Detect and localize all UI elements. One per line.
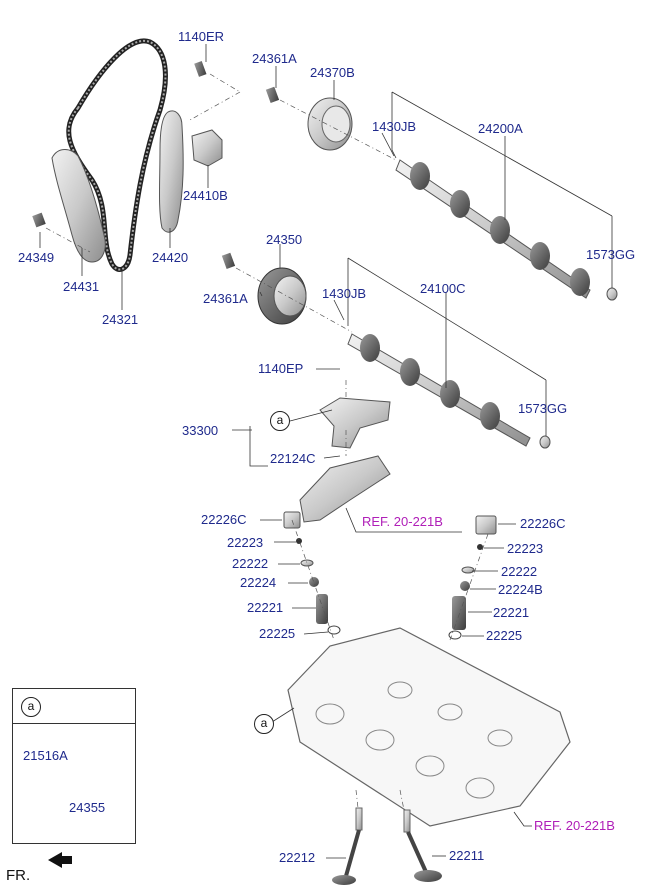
- label-22124C: 22124C: [270, 451, 316, 466]
- label-24349: 24349: [18, 250, 55, 265]
- seat-22222-left: [300, 559, 314, 567]
- washer-22225-right: [448, 630, 462, 640]
- label-22221-right: 22221: [493, 605, 530, 620]
- label-22225-right: 22225: [486, 628, 523, 643]
- label-1430JB-top: 1430JB: [372, 119, 417, 134]
- label-1140ER: 1140ER: [178, 29, 225, 44]
- sprocket-24350: [257, 267, 307, 325]
- cylinder-head: [287, 627, 571, 827]
- valve-22212: [332, 807, 363, 885]
- label-24431: 24431: [63, 279, 100, 294]
- seal-22224-left: [309, 577, 319, 587]
- label-22221-left: 22221: [247, 600, 284, 615]
- label-24200A: 24200A: [478, 121, 523, 136]
- front-marker: FR.: [6, 867, 31, 884]
- label-22224: 22224: [240, 575, 277, 590]
- label-24370B: 24370B: [310, 65, 355, 80]
- label-24355: 24355: [69, 800, 106, 815]
- front-arrow-icon: [48, 852, 72, 868]
- label-22224B: 22224B: [498, 582, 543, 597]
- washer-22225-left: [327, 625, 341, 635]
- valve-22211: [403, 809, 442, 882]
- timing-chain-24321: [66, 38, 168, 272]
- chain-guide-24420: [159, 110, 184, 233]
- label-22223-left: 22223: [227, 535, 264, 550]
- chain-guide-24431: [51, 149, 106, 263]
- ref-20-221B-bottom: REF. 20-221B: [534, 818, 615, 833]
- label-24100C: 24100C: [420, 281, 466, 296]
- label-24321: 24321: [102, 312, 139, 327]
- seal-22224B-right: [460, 581, 470, 591]
- label-24361A-top: 24361A: [252, 51, 297, 66]
- retainer-22223-left: [296, 538, 302, 544]
- bolt-24349: [32, 212, 46, 228]
- spring-22221-right: [452, 596, 466, 630]
- retainer-22223-right: [477, 544, 483, 550]
- label-33300: 33300: [182, 423, 219, 438]
- seat-22222-right: [461, 566, 475, 574]
- label-24361A-mid: 24361A: [203, 291, 248, 306]
- cvvt-24370B: [307, 97, 353, 151]
- label-1430JB-mid: 1430JB: [322, 286, 367, 301]
- bracket-33300: [319, 397, 391, 449]
- label-22211: 22211: [449, 848, 485, 863]
- center-lines: [45, 73, 489, 811]
- label-1573GG-top: 1573GG: [586, 247, 636, 262]
- label-22222-left: 22222: [232, 556, 269, 571]
- label-1573GG-mid: 1573GG: [518, 401, 568, 416]
- label-22225-left: 22225: [259, 626, 296, 641]
- label-24410B: 24410B: [183, 188, 228, 203]
- bolt-1140ER: [194, 60, 207, 77]
- cylinder-head-bores: [315, 681, 513, 799]
- callout-a-mid: a: [270, 411, 290, 431]
- bolt-24361A-mid: [221, 252, 236, 269]
- plug-1573GG-mid: [539, 435, 551, 449]
- spring-22221-left: [316, 594, 328, 624]
- callout-a-head: a: [254, 714, 274, 734]
- label-22212: 22212: [279, 850, 316, 865]
- label-22226C-right: 22226C: [520, 516, 566, 531]
- plug-1573GG-top: [606, 287, 618, 301]
- label-24420: 24420: [152, 250, 189, 265]
- camshaft-24100C: [347, 333, 531, 447]
- bolt-24361A-top: [265, 86, 280, 103]
- label-22222-right: 22222: [501, 564, 538, 579]
- tensioner-24410B: [191, 129, 223, 167]
- label-24350: 24350: [266, 232, 303, 247]
- label-22223-right: 22223: [507, 541, 544, 556]
- ref-20-221B-top: REF. 20-221B: [362, 514, 443, 529]
- inset-detail-a: a 21516A 24355: [12, 688, 136, 844]
- camshaft-24200A: [395, 159, 591, 299]
- callout-a-inset: a: [21, 697, 41, 717]
- inset-header: a: [13, 689, 135, 724]
- label-22226C-left: 22226C: [201, 512, 247, 527]
- label-21516A: 21516A: [23, 748, 68, 763]
- lifter-22226C-right: [475, 515, 497, 535]
- label-1140EP: 1140EP: [258, 361, 304, 376]
- camshaft-cap: [299, 455, 391, 523]
